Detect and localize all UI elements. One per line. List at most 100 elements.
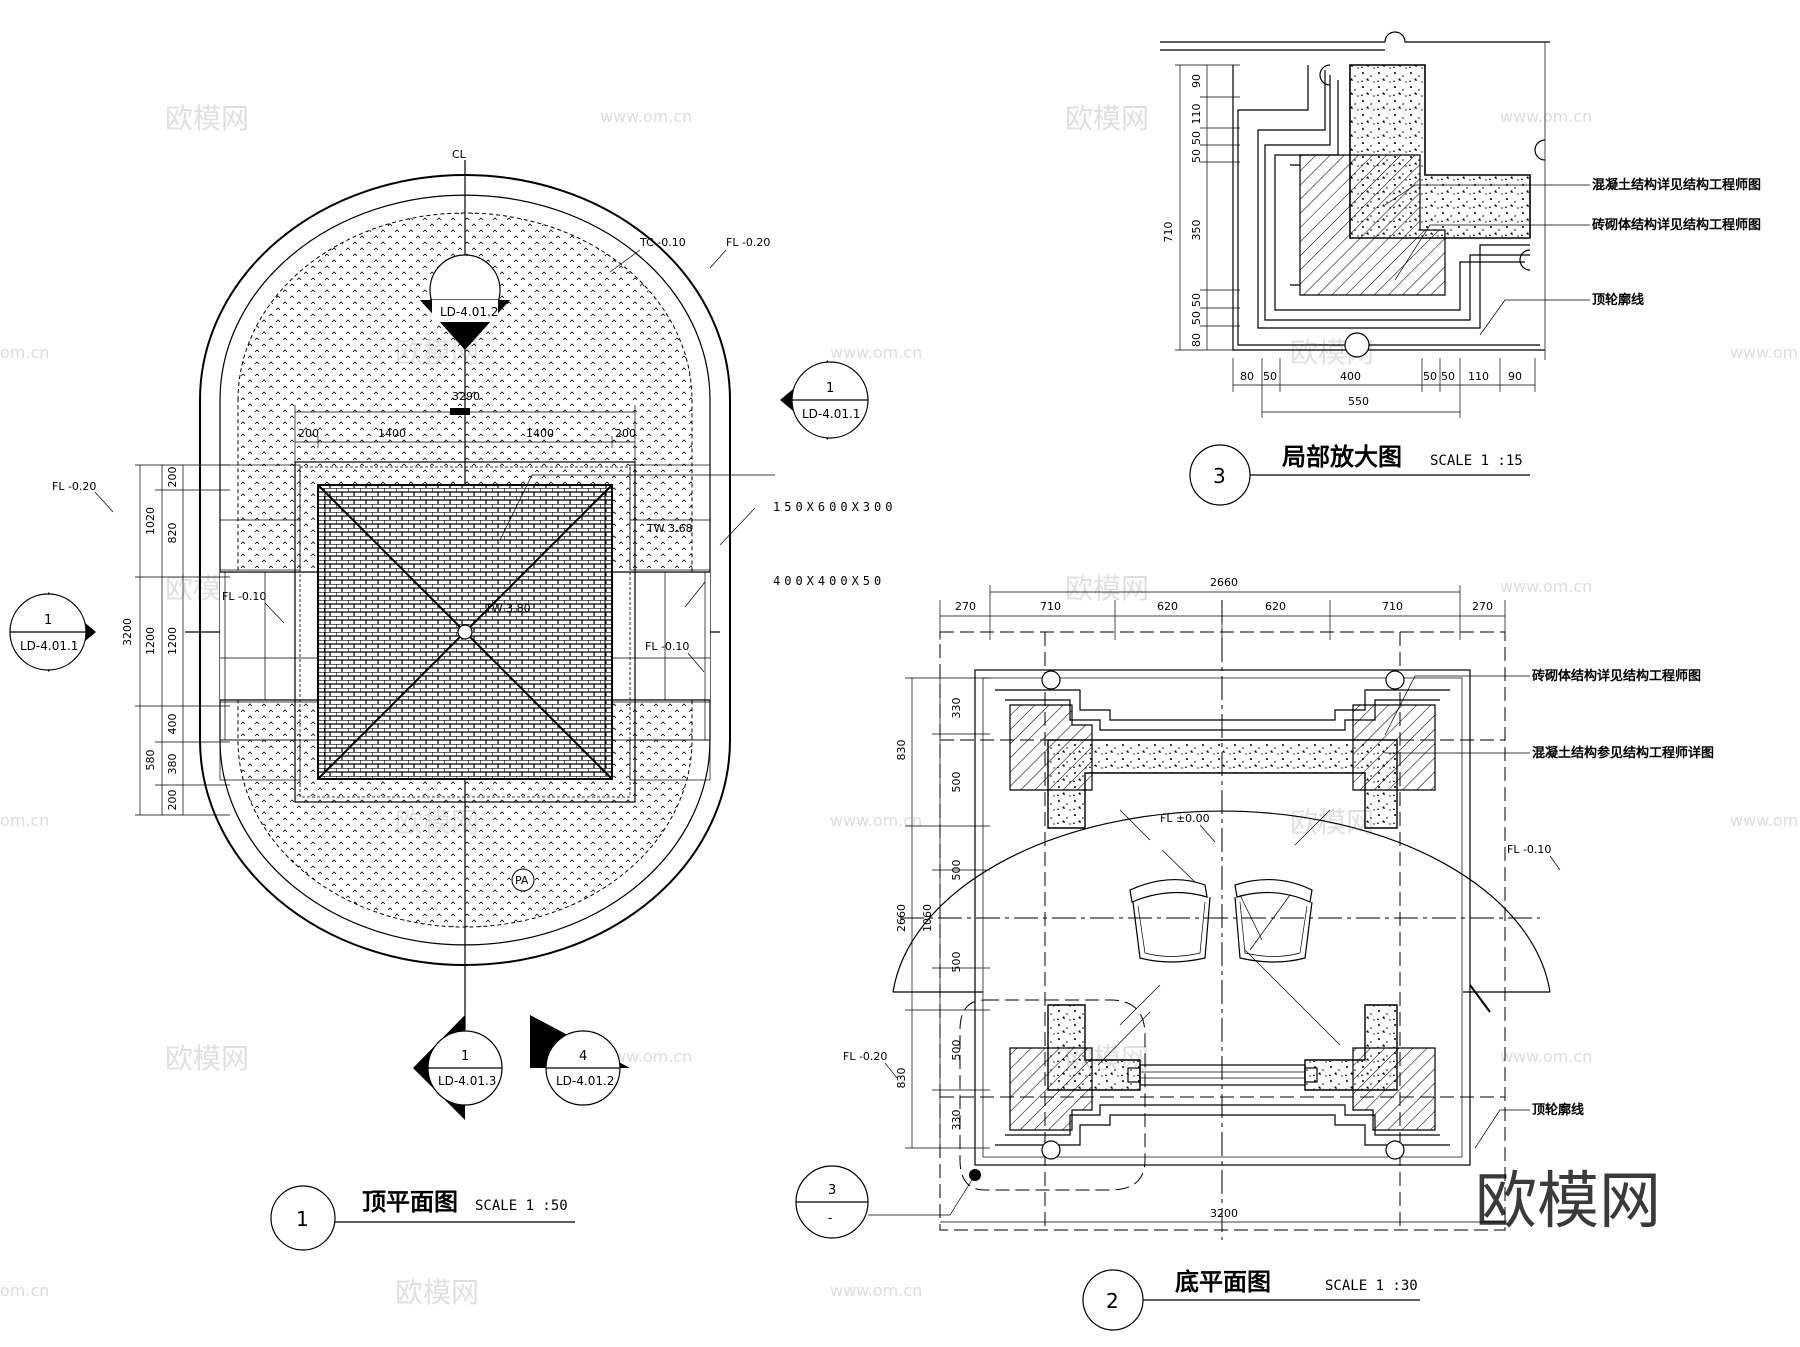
watermark-url: www.om.cn xyxy=(600,1047,692,1066)
view-mark xyxy=(1244,949,1341,1046)
dim-text: 620 xyxy=(1265,600,1286,613)
dim-text-vertical: 50 xyxy=(1190,293,1203,307)
dim-text: 80 xyxy=(1240,370,1254,383)
structure-note: 砖砌体结构详见结构工程师图 xyxy=(1532,668,1701,684)
step-outline xyxy=(1237,65,1540,346)
section-ref-left: 1 LD-4.01.1 xyxy=(9,592,96,672)
ref-num: 3 xyxy=(828,1183,836,1198)
view-mark xyxy=(1119,984,1161,1026)
ref-code: LD-4.01.2 xyxy=(440,305,498,319)
dim-text-vertical: 500 xyxy=(950,860,963,881)
dim-text-vertical: 2660 xyxy=(895,904,908,932)
drawing-scale: SCALE 1 :30 xyxy=(1325,1278,1418,1294)
dim-text-vertical: 830 xyxy=(895,740,908,761)
detail-callout: 3 - xyxy=(795,1165,981,1239)
leader-line xyxy=(684,581,706,608)
structure-note: 顶轮廓线 xyxy=(1532,1102,1584,1118)
ref-code: LD-4.01.3 xyxy=(438,1074,496,1088)
step-outline xyxy=(1257,70,1530,329)
pa-marker xyxy=(511,868,535,892)
ref-code: - xyxy=(828,1211,832,1225)
dim-text-vertical: 50 xyxy=(1190,311,1203,325)
step-outline xyxy=(1290,164,1300,286)
dim-text: 200 xyxy=(298,427,319,440)
dim-text: 3290 xyxy=(452,390,480,403)
level-label: FL -0.10 xyxy=(645,640,689,653)
concrete-beam xyxy=(1304,1004,1398,1091)
drawing-number: 1 xyxy=(296,1207,309,1231)
leader-line xyxy=(1384,184,1590,206)
dim-text: 270 xyxy=(1472,600,1493,613)
dim-text-vertical: 330 xyxy=(950,698,963,719)
drawing-title: 底平面图 xyxy=(1175,1268,1271,1296)
leader-line xyxy=(1549,855,1561,871)
bottom-plan-title: 2 底平面图 SCALE 1 :30 xyxy=(1082,1268,1420,1331)
column-post xyxy=(1385,670,1405,690)
pa-label: PA xyxy=(515,874,529,887)
dim-text-vertical: 200 xyxy=(166,790,179,811)
step-outline xyxy=(1519,249,1531,271)
base-outline xyxy=(974,669,1471,1166)
watermark-url: www.om.cn xyxy=(1730,343,1800,362)
dim-text-vertical: 110 xyxy=(1190,104,1203,125)
column-post xyxy=(1344,332,1370,358)
view-mark xyxy=(1097,1011,1151,1066)
watermark-brand: 欧模网 xyxy=(1065,572,1149,605)
dim-text-vertical: 580 xyxy=(144,750,157,771)
section-cut xyxy=(1469,984,1491,1013)
column-post xyxy=(1041,1140,1061,1160)
level-label: FL -0.10 xyxy=(222,590,266,603)
drawing-title: 局部放大图 xyxy=(1282,443,1402,471)
dim-text: 710 xyxy=(1382,600,1403,613)
dim-text-vertical: 400 xyxy=(166,714,179,735)
wall-block xyxy=(219,464,301,571)
bench-slab xyxy=(1304,1067,1318,1083)
dim-text: 550 xyxy=(1348,395,1369,408)
dim-text: 50 xyxy=(1441,370,1455,383)
dim-text-vertical: 90 xyxy=(1190,74,1203,88)
section-ref-top: LD-4.01.2 xyxy=(420,254,510,350)
dim-text: 90 xyxy=(1508,370,1522,383)
dim-text: 50 xyxy=(1423,370,1437,383)
roof-edge xyxy=(299,466,631,798)
dim-text-vertical: 820 xyxy=(166,523,179,544)
concrete-beam xyxy=(1047,739,1398,829)
level-label: TW 3.68 xyxy=(646,522,693,535)
ref-num: 4 xyxy=(579,1049,587,1064)
watermark-url: www.om.cn xyxy=(830,1281,922,1300)
dim-text-vertical: 3200 xyxy=(121,618,134,646)
step-outline xyxy=(1534,139,1546,161)
dim-text-vertical: 350 xyxy=(1190,220,1203,241)
dim-text-vertical: 830 xyxy=(895,1068,908,1089)
structure-note: 顶轮廓线 xyxy=(1592,292,1644,308)
level-label: FL -0.20 xyxy=(726,236,770,249)
detail-title: 3 局部放大图 SCALE 1 :15 xyxy=(1189,443,1530,506)
view-mark xyxy=(1294,809,1331,846)
leader-line xyxy=(1394,224,1590,281)
roof-inner xyxy=(324,491,606,773)
watermark-url: www.om.cn xyxy=(1500,577,1592,596)
dim-text: 3200 xyxy=(1210,1207,1238,1220)
view-mark xyxy=(1239,894,1263,941)
drawing-number: 3 xyxy=(1213,464,1226,488)
ref-code: LD-4.01.2 xyxy=(556,1074,614,1088)
dim-marker xyxy=(450,408,470,415)
dim-text: 1400 xyxy=(378,427,406,440)
level-label: TW 3.80 xyxy=(484,602,531,615)
dim-text-vertical: 1200 xyxy=(166,627,179,655)
watermark-brand: 欧模网 xyxy=(1065,102,1149,135)
boundary-line xyxy=(1384,31,1550,43)
roof-apex xyxy=(457,624,473,640)
leader-line xyxy=(1199,824,1216,843)
dim-text: 710 xyxy=(1040,600,1061,613)
view-mark xyxy=(1161,849,1196,883)
dim-text: 50 xyxy=(1263,370,1277,383)
dim-text: 400 xyxy=(1340,370,1361,383)
ref-num: 1 xyxy=(826,381,834,396)
dim-text-vertical: 1020 xyxy=(144,507,157,535)
leader-line xyxy=(709,249,727,269)
step-outline xyxy=(1319,64,1331,86)
leader-line xyxy=(1384,675,1530,736)
view-mark xyxy=(1249,894,1291,951)
watermark-url: www.om.cn xyxy=(1730,811,1800,830)
